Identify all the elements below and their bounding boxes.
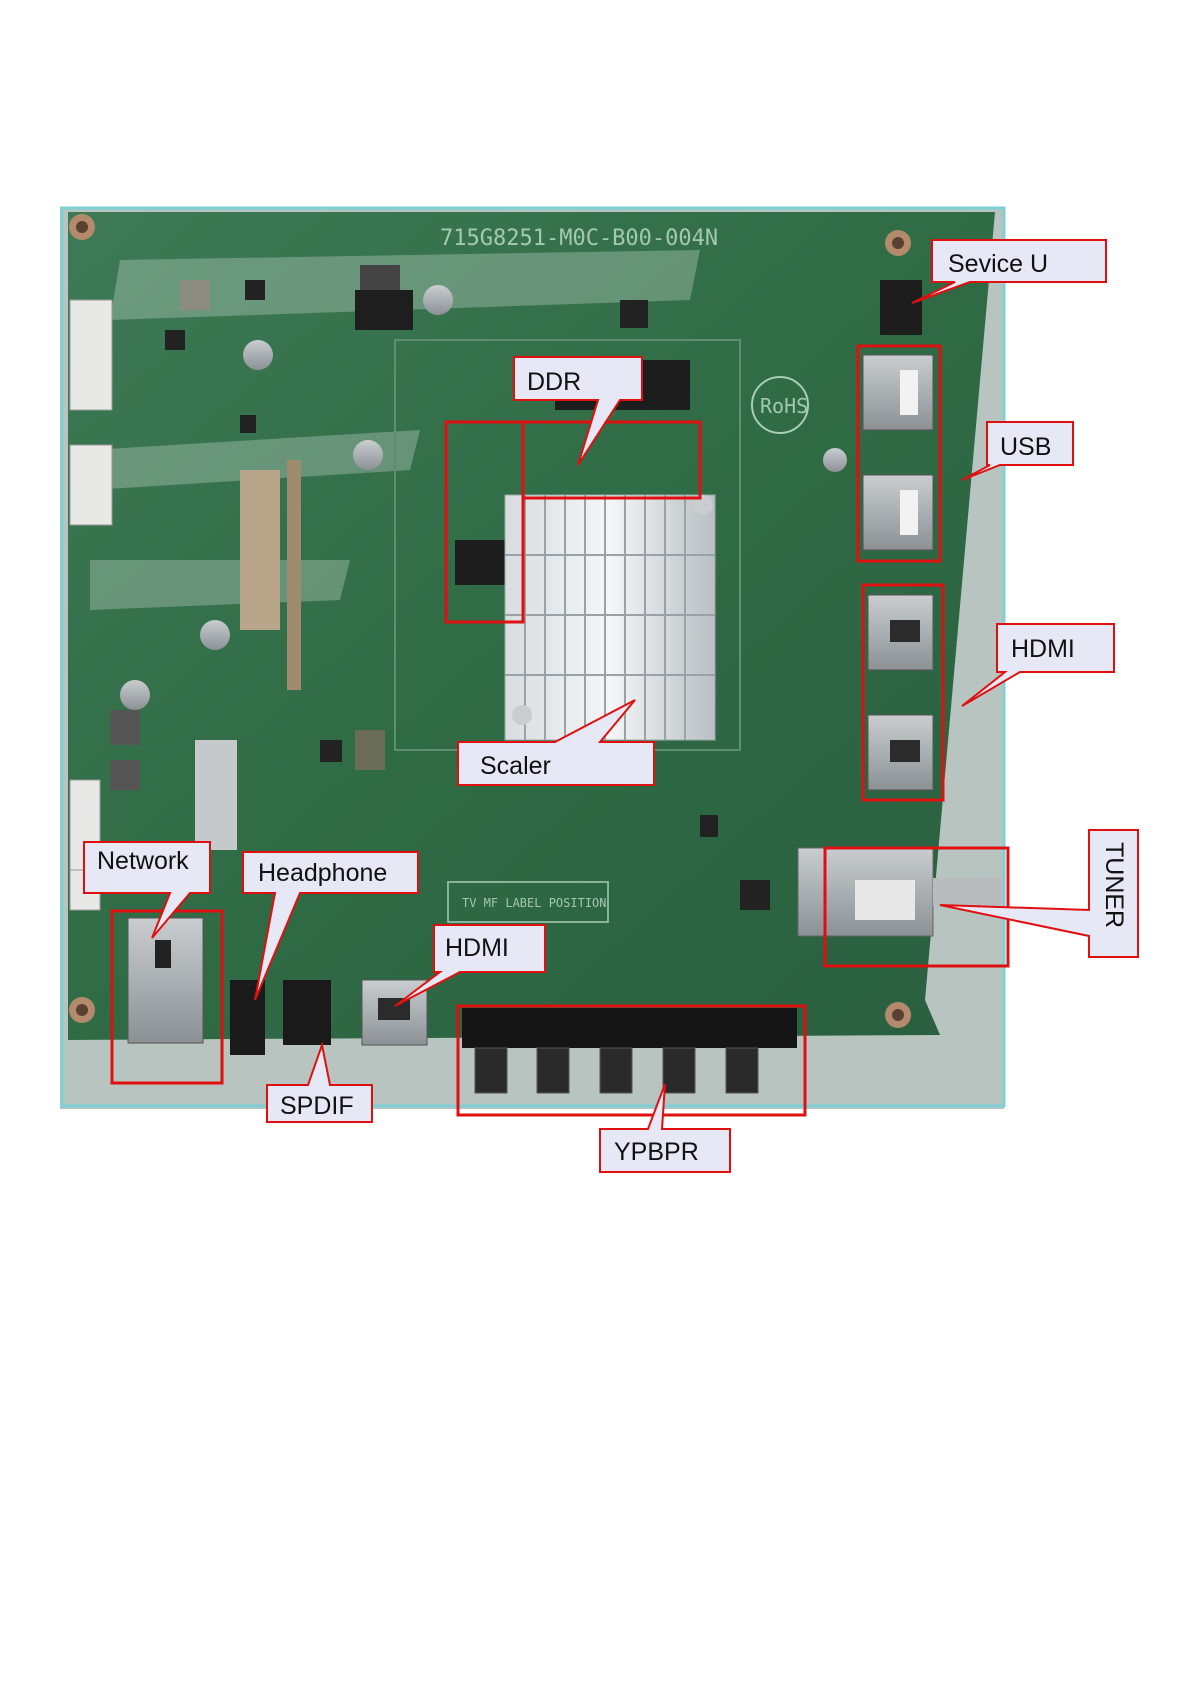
svg-text:HDMI: HDMI [445, 934, 509, 962]
svg-text:TUNER: TUNER [1100, 842, 1128, 928]
svg-text:Scaler: Scaler [480, 752, 551, 780]
svg-text:DDR: DDR [527, 368, 581, 396]
svg-text:TV MF LABEL POSITION: TV MF LABEL POSITION [462, 896, 607, 910]
svg-text:YPBPR: YPBPR [614, 1138, 699, 1166]
spdif-port [283, 980, 331, 1045]
svg-text:HDMI: HDMI [1011, 635, 1075, 663]
svg-text:Sevice U: Sevice U [948, 250, 1048, 278]
service-jack [880, 280, 922, 335]
svg-text:SPDIF: SPDIF [280, 1092, 354, 1120]
svg-text:RoHS: RoHS [760, 394, 808, 418]
svg-text:USB: USB [1000, 433, 1051, 461]
network-port [128, 918, 203, 1043]
svg-text:Headphone: Headphone [258, 859, 387, 887]
svg-text:Network: Network [97, 847, 189, 875]
heatsink [505, 495, 715, 740]
part-number: 715G8251-M0C-B00-004N [440, 226, 718, 251]
